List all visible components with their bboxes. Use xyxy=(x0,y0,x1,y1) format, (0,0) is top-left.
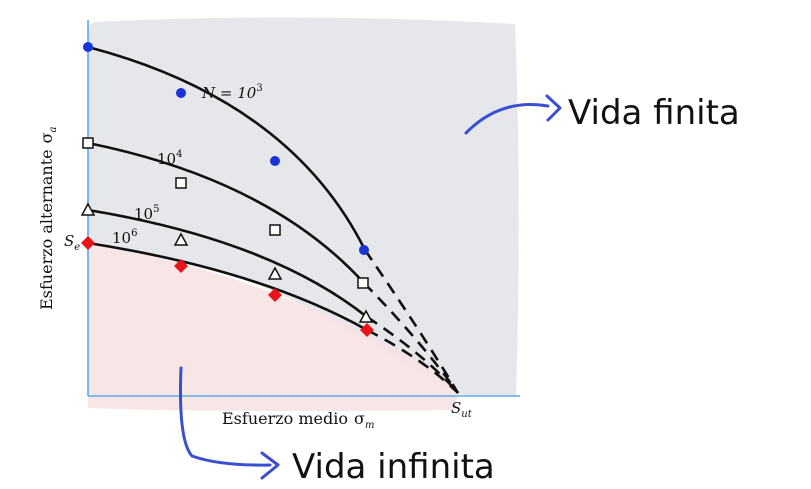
marker-square xyxy=(82,137,94,149)
curve-n-1e4 xyxy=(87,141,365,284)
marker-circle xyxy=(270,156,280,166)
marker-triangle xyxy=(173,232,189,246)
marker-circle xyxy=(176,88,186,98)
finite-life-region xyxy=(88,17,519,397)
curve-n-1e3 xyxy=(87,45,367,251)
curve-n-1e6-dashed xyxy=(366,328,459,394)
marker-triangle xyxy=(267,266,283,280)
marker-diamond xyxy=(268,288,282,302)
curve-n-1e5-dashed xyxy=(366,315,459,394)
curve-n-1e4-dashed xyxy=(363,282,460,394)
curve-n-1e6 xyxy=(87,241,368,332)
sut-label: Sut xyxy=(451,399,473,420)
marker-circle xyxy=(83,42,93,52)
infinite-arrowhead xyxy=(260,451,280,480)
finite-arrowhead xyxy=(545,94,562,122)
marker-triangle xyxy=(80,202,96,216)
infinite-arrow xyxy=(178,366,272,467)
label-n-1e3: N = 103 xyxy=(201,83,263,102)
marker-square xyxy=(269,224,281,236)
marker-square xyxy=(357,277,369,289)
marker-diamond xyxy=(174,259,188,273)
marker-circle xyxy=(359,245,369,255)
label-n-1e6: 106 xyxy=(112,228,137,247)
se-label: Se xyxy=(64,232,80,253)
finite-life-label: Vida finita xyxy=(568,93,740,133)
marker-diamond xyxy=(81,236,95,250)
curve-n-1e3-dashed xyxy=(363,249,460,394)
marker-square xyxy=(175,177,187,189)
label-n-1e5: 105 xyxy=(134,204,159,223)
label-n-1e4: 104 xyxy=(157,149,182,168)
curve-n-1e5 xyxy=(87,208,368,319)
finite-arrow xyxy=(464,103,550,135)
y-axis-label: Esfuerzo alternanteσa xyxy=(37,126,59,310)
infinite-life-label: Vida infinita xyxy=(292,447,495,487)
marker-diamond xyxy=(360,323,374,337)
marker-triangle xyxy=(358,309,374,323)
